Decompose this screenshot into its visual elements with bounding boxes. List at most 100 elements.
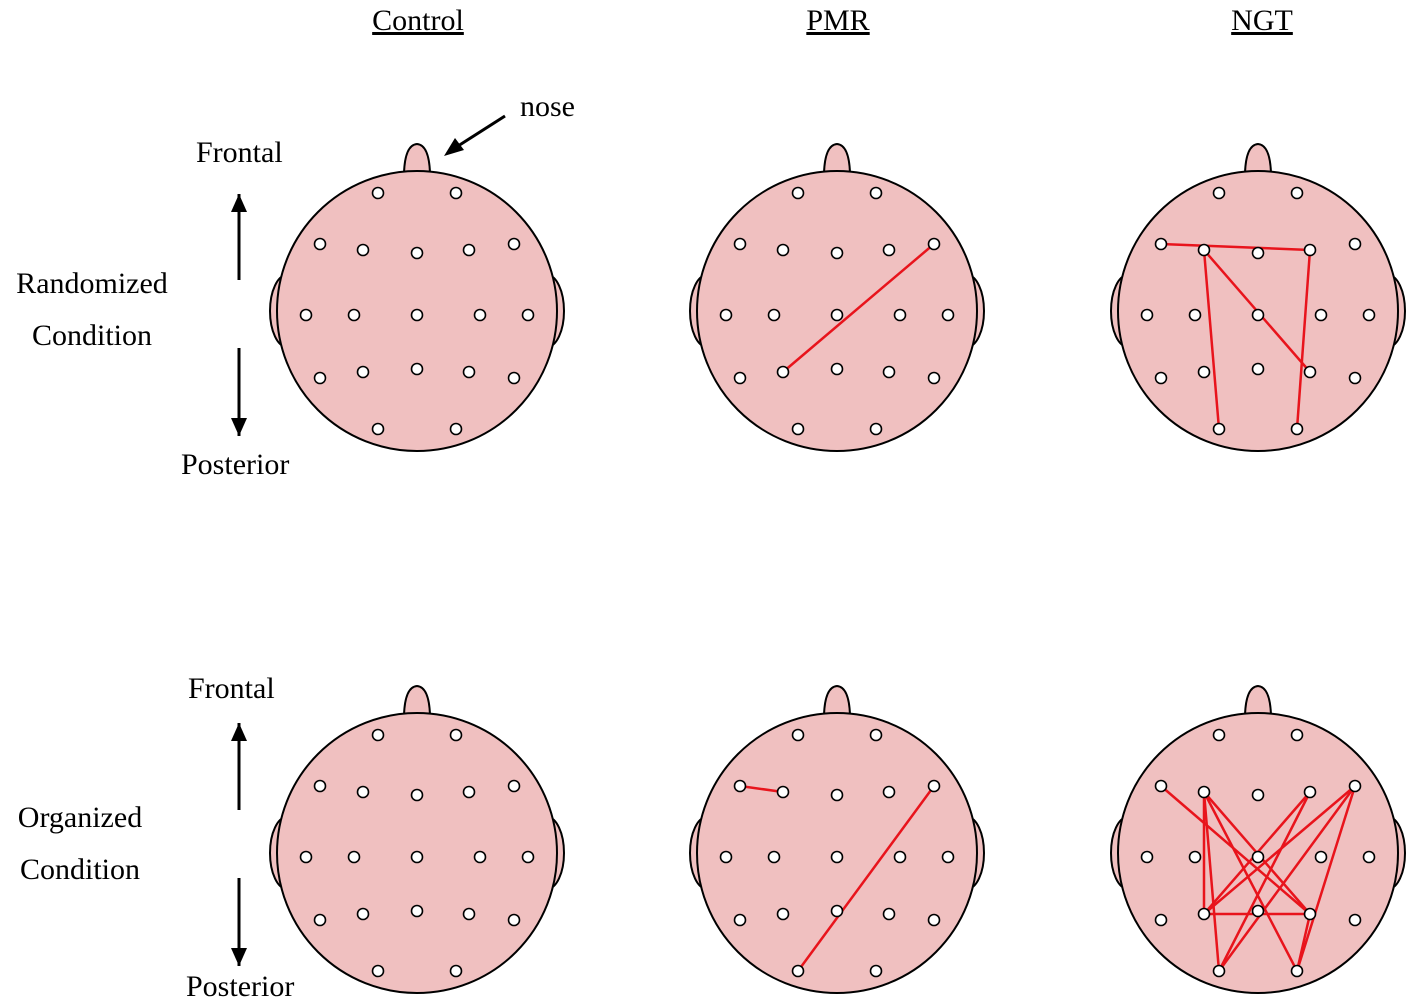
electrode-c3 [1188, 308, 1202, 322]
electrode-f8 [927, 237, 941, 251]
electrode-c4 [1314, 308, 1328, 322]
connection-F7-F4 [1159, 242, 1312, 252]
electrode-pz [1251, 362, 1265, 376]
column-title-pmr: PMR [806, 4, 870, 37]
electrode-cz [410, 308, 424, 322]
electrode-p3 [776, 365, 790, 379]
electrode-f8 [927, 779, 941, 793]
electrode-c3 [767, 850, 781, 864]
electrode-t6 [927, 371, 941, 385]
electrode-t3 [1140, 308, 1154, 322]
electrode-o1 [371, 422, 385, 436]
connection-F7-F3 [738, 784, 785, 794]
electrode-fz [410, 246, 424, 260]
electrode-c4 [893, 850, 907, 864]
electrode-fz [830, 788, 844, 802]
electrode-f3 [1197, 243, 1211, 257]
head-map-organized-pmr [689, 684, 985, 994]
electrode-fp1 [791, 728, 805, 742]
electrode-f7 [313, 779, 327, 793]
electrode-f7 [733, 237, 747, 251]
electrode-p3 [1197, 365, 1211, 379]
condition-label-organized: Organized Condition [18, 792, 142, 896]
electrode-o1 [791, 422, 805, 436]
electrode-o2 [869, 422, 883, 436]
electrode-t4 [1362, 850, 1376, 864]
connection-P3-F8 [781, 242, 936, 374]
electrode-t4 [521, 308, 535, 322]
electrode-cz [830, 308, 844, 322]
electrode-o1 [1212, 422, 1226, 436]
head-map-randomized-pmr [689, 142, 985, 452]
connection-F4-O2 [1295, 248, 1312, 431]
connection-F4-O1 [1217, 790, 1312, 973]
electrode-p4 [882, 365, 896, 379]
electrode-c3 [347, 308, 361, 322]
electrode-p3 [356, 365, 370, 379]
electrode-c3 [767, 308, 781, 322]
electrode-c3 [347, 850, 361, 864]
electrode-p4 [1303, 907, 1317, 921]
electrode-t5 [733, 913, 747, 927]
arrow-head [231, 723, 247, 741]
electrode-o2 [1290, 422, 1304, 436]
electrode-pz [830, 362, 844, 376]
electrode-t3 [299, 850, 313, 864]
electrode-f3 [356, 243, 370, 257]
electrode-fp1 [1212, 728, 1226, 742]
electrode-o2 [1290, 964, 1304, 978]
arrow-head [444, 138, 464, 156]
frontal-arrow-organized [231, 723, 247, 810]
electrode-cz [1251, 308, 1265, 322]
electrode-p3 [776, 907, 790, 921]
frontal-label-randomized: Frontal [196, 136, 283, 169]
electrode-t4 [521, 850, 535, 864]
electrode-p4 [1303, 365, 1317, 379]
electrode-fz [830, 246, 844, 260]
connection-F3-O2 [1202, 790, 1299, 973]
connection-F8-O1 [1217, 784, 1357, 973]
arrow-head [231, 948, 247, 966]
electrode-t3 [719, 850, 733, 864]
posterior-arrow-organized [231, 878, 247, 966]
electrode-fp2 [1290, 186, 1304, 200]
condition-label-line1: Randomized [16, 267, 168, 300]
electrode-fp1 [1212, 186, 1226, 200]
electrode-t3 [719, 308, 733, 322]
electrode-p4 [462, 907, 476, 921]
electrode-t5 [733, 371, 747, 385]
electrode-p3 [356, 907, 370, 921]
electrode-f7 [313, 237, 327, 251]
electrode-t3 [1140, 850, 1154, 864]
electrode-cz [830, 850, 844, 864]
nose-pointer-arrow [444, 114, 506, 156]
electrode-c3 [1188, 850, 1202, 864]
electrode-fp2 [869, 186, 883, 200]
electrode-o1 [1212, 964, 1226, 978]
electrode-fz [410, 788, 424, 802]
electrode-t4 [941, 308, 955, 322]
electrode-fp1 [791, 186, 805, 200]
electrode-f8 [507, 237, 521, 251]
arrow-head [231, 418, 247, 436]
electrode-pz [1251, 904, 1265, 918]
head-map-organized-ngt [1110, 684, 1406, 994]
electrode-t5 [1154, 371, 1168, 385]
electrode-pz [410, 904, 424, 918]
electrode-fp2 [869, 728, 883, 742]
electrode-f4 [1303, 243, 1317, 257]
electrode-c4 [1314, 850, 1328, 864]
condition-label-line2: Condition [31, 319, 153, 352]
electrode-t6 [507, 371, 521, 385]
electrode-t5 [313, 913, 327, 927]
electrode-fp2 [1290, 728, 1304, 742]
electrode-o1 [791, 964, 805, 978]
electrode-pz [410, 362, 424, 376]
electrode-fz [1251, 246, 1265, 260]
arrow-head [231, 194, 247, 212]
head-map-randomized-control [269, 142, 565, 452]
electrode-o2 [449, 964, 463, 978]
connection-F8-O2 [1295, 784, 1357, 973]
electrode-t6 [1348, 371, 1362, 385]
electrode-f4 [882, 785, 896, 799]
